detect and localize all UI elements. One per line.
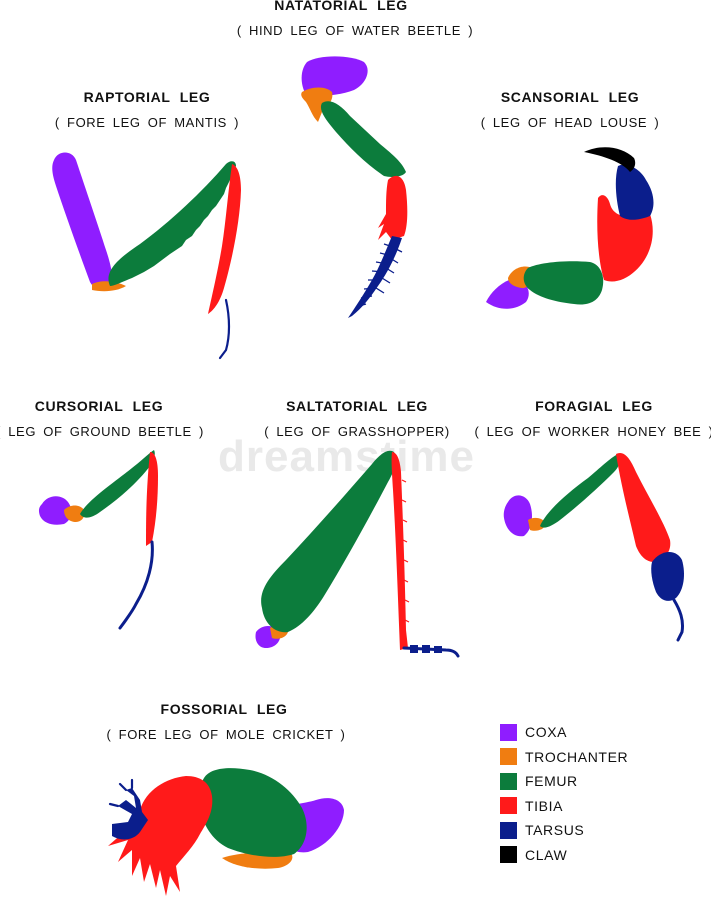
legend-item-claw: CLAW: [500, 843, 628, 868]
legend-swatch-coxa: [500, 723, 517, 741]
foragial-leg: [503, 452, 684, 642]
saltatorial-tarsus-segments: [410, 645, 442, 653]
scansorial-title: SCANSORIAL LEG: [500, 89, 640, 105]
saltatorial-tibia: [391, 452, 408, 650]
legend-swatch-trochanter: [500, 748, 517, 766]
legend-item-tarsus: TARSUS: [500, 818, 628, 843]
legend-swatch-tarsus: [500, 821, 517, 839]
fossorial-title: FOSSORIAL LEG: [160, 701, 288, 717]
legend-item-tibia: TIBIA: [500, 794, 628, 819]
legend: COXA TROCHANTER FEMUR TIBIA TARSUS CLAW: [500, 720, 628, 867]
legend-item-coxa: COXA: [500, 720, 628, 745]
scansorial-tarsus: [615, 164, 654, 220]
legend-label: FEMUR: [525, 773, 578, 790]
cursorial-title: CURSORIAL LEG: [34, 398, 164, 414]
natatorial-tibia: [378, 175, 408, 240]
legend-item-femur: FEMUR: [500, 769, 628, 794]
saltatorial-tarsus: [402, 646, 460, 658]
cursorial-subtitle: ( LEG OF GROUND BEETLE ): [0, 424, 204, 439]
natatorial-subtitle: ( HIND LEG OF WATER BEETLE ): [236, 23, 474, 38]
fossorial-subtitle: ( FORE LEG OF MOLE CRICKET ): [106, 727, 346, 742]
raptorial-leg: [52, 152, 241, 360]
natatorial-trochanter: [301, 87, 333, 122]
natatorial-title: NATATORIAL LEG: [274, 0, 408, 13]
foragial-femur: [540, 454, 621, 528]
scansorial-claw: [584, 147, 636, 172]
natatorial-femur: [320, 101, 406, 177]
legend-label: CLAW: [525, 846, 568, 863]
scansorial-leg: [486, 147, 654, 309]
foragial-tibia: [616, 452, 671, 562]
cursorial-trochanter: [64, 505, 85, 522]
cursorial-tibia: [146, 452, 158, 546]
fossorial-tibia: [108, 776, 213, 896]
cursorial-femur: [80, 450, 155, 518]
fossorial-leg: [108, 768, 344, 896]
legend-label: TIBIA: [525, 797, 564, 814]
raptorial-title: RAPTORIAL LEG: [83, 89, 211, 105]
legend-swatch-femur: [500, 772, 517, 790]
scansorial-subtitle: ( LEG OF HEAD LOUSE ): [480, 115, 660, 130]
legend-label: TARSUS: [525, 822, 585, 839]
cursorial-leg: [38, 450, 158, 630]
saltatorial-femur: [261, 450, 396, 633]
saltatorial-leg: [255, 450, 460, 658]
legend-label: COXA: [525, 724, 568, 741]
raptorial-femur: [108, 161, 236, 286]
natatorial-tarsus-hairs: [355, 243, 403, 308]
fossorial-tarsus: [112, 788, 148, 840]
foragial-tarsus-segments: [672, 598, 684, 642]
foragial-tarsus: [651, 551, 684, 601]
foragial-title: FORAGIAL LEG: [535, 398, 653, 414]
foragial-coxa: [503, 495, 532, 537]
watermark: dreamstime: [218, 432, 476, 481]
saltatorial-subtitle: ( LEG OF GRASSHOPPER): [264, 424, 450, 439]
legend-item-trochanter: TROCHANTER: [500, 745, 628, 770]
legend-swatch-tibia: [500, 797, 517, 815]
natatorial-coxa: [301, 56, 368, 96]
legend-label: TROCHANTER: [525, 748, 629, 765]
fossorial-claws: [108, 778, 134, 808]
natatorial-leg: [301, 56, 408, 318]
foragial-trochanter: [528, 517, 546, 531]
raptorial-subtitle: ( FORE LEG OF MANTIS ): [54, 115, 240, 130]
cursorial-tarsus: [118, 540, 154, 630]
legend-swatch-claw: [500, 846, 517, 864]
raptorial-tarsus: [218, 298, 231, 360]
cursorial-coxa: [38, 496, 72, 525]
raptorial-tibia: [208, 164, 241, 314]
saltatorial-title: SALTATORIAL LEG: [286, 398, 428, 414]
foragial-subtitle: ( LEG OF WORKER HONEY BEE ): [474, 424, 711, 439]
raptorial-coxa: [52, 152, 113, 290]
saltatorial-tibia-spines: [401, 479, 410, 623]
fossorial-femur: [199, 768, 307, 857]
scansorial-femur: [523, 261, 604, 305]
